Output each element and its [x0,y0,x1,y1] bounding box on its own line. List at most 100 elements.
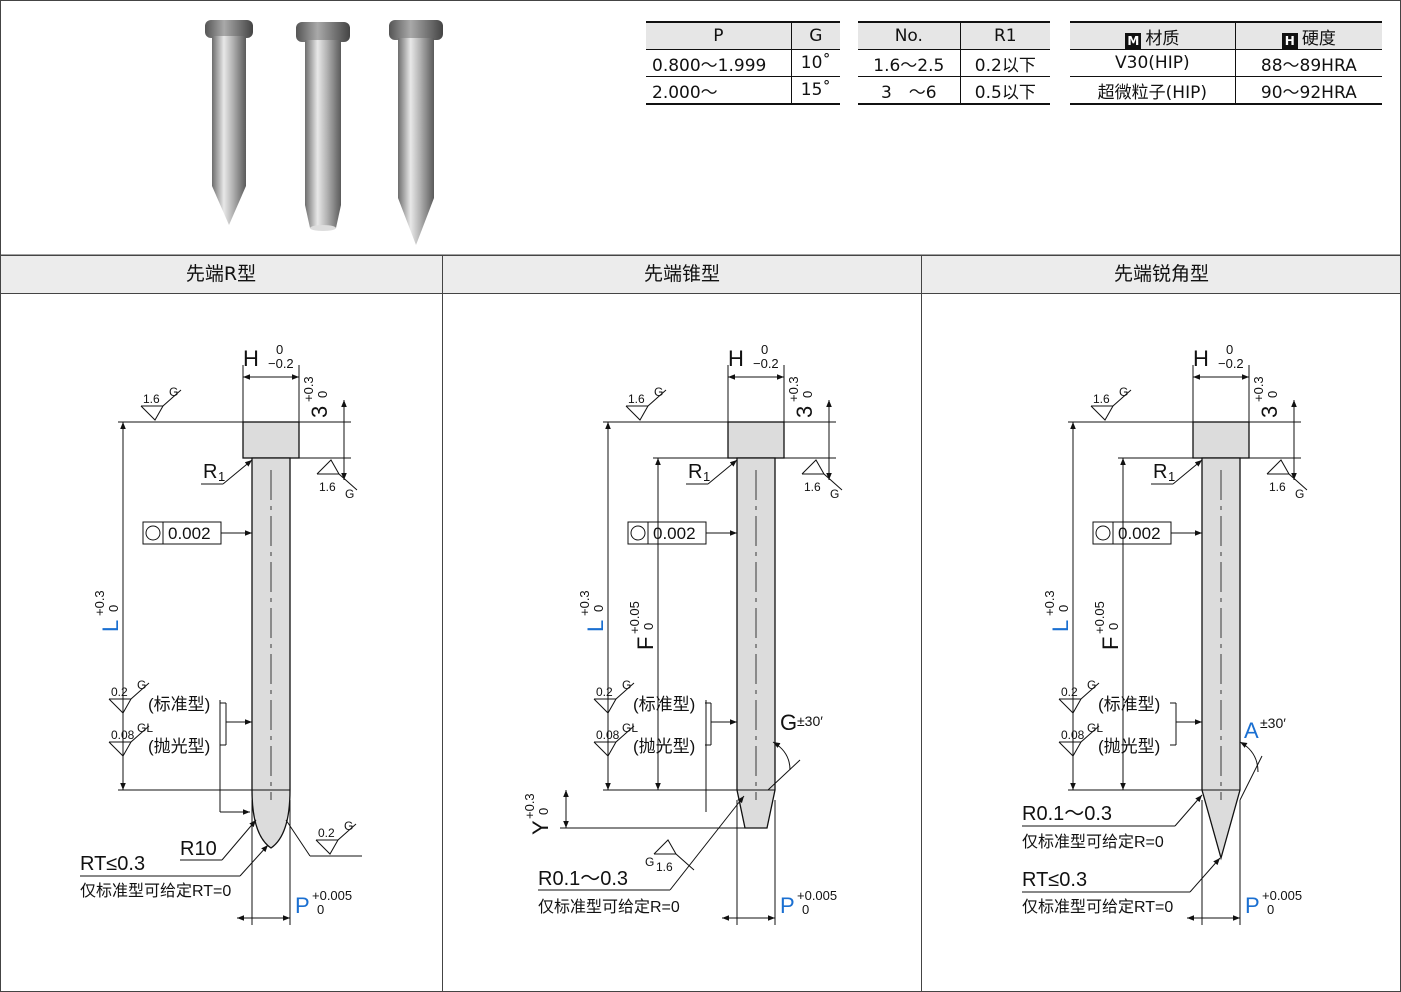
head-height-label-letter: 3 [1257,406,1282,418]
cell: 1.6～2.5 [873,55,945,76]
cell: 0.800～1.999 [652,55,767,76]
angle-ext [767,759,801,791]
standard-label: (标准型) [633,695,695,714]
pin-head [727,421,785,459]
cell: 15˚ [790,76,840,105]
roughness-head-under [316,459,358,491]
roundness-value: 0.002 [1118,524,1161,543]
roughness-head-under [801,459,843,491]
col-header-g: G [790,21,840,50]
r1-sub: 1 [218,469,225,484]
y-label-tol-lower: 0 [536,808,551,815]
roughness-value: 1.6 [1269,480,1286,494]
f-label-tol-upper: +0.05 [627,601,642,634]
f-label-tol-lower: 0 [641,623,656,630]
cell: 10˚ [790,49,840,77]
l-label-letter: L [1048,620,1073,632]
r01-leader [669,795,745,891]
roughness-head-top [140,389,182,421]
a-angle-tol: ±30′ [1260,715,1286,731]
rt-label: RT≤0.3 [1022,869,1087,891]
roughness-grade: GL [1087,721,1103,735]
g-angle-label: G [780,710,797,735]
r1-label: R [1153,461,1167,483]
p-label: P [295,893,310,918]
roughness-grade: G [654,385,663,399]
section-title-sharp-tip: 先端锐角型 [922,255,1401,294]
radius-table: No. R1 1.6～2.5 0.2以下 3 ～6 0.5以下 [858,21,1050,105]
rt-leader [1189,857,1221,893]
p-tol-upper: +0.005 [797,888,837,903]
h-tol-lower: −0.2 [268,356,294,371]
p-label: P [780,893,795,918]
roughness-value: 0.2 [1061,685,1078,699]
p-tol-lower: 0 [802,902,809,917]
cell: V30(HIP) [1115,53,1190,73]
r1-label: R [688,461,702,483]
rt-note: 仅标准型可给定RT=0 [80,882,231,900]
r1-sub: 1 [1168,469,1175,484]
roughness-head-top [1090,389,1132,421]
pin-head [1192,421,1250,459]
f-label-letter: F [1098,637,1123,650]
h-tol-upper: 0 [1226,342,1233,357]
roughness-tip [315,823,357,855]
h-tol-lower: −0.2 [753,356,779,371]
roundness-icon [630,525,646,541]
col-header-no: No. [858,21,961,50]
p-tol-upper: +0.005 [1262,888,1302,903]
roughness-grade: G [344,819,353,833]
y-label-tol-upper: +0.3 [522,793,537,819]
roughness-value: 1.6 [319,480,336,494]
r-note: 仅标准型可给定R=0 [1022,833,1164,851]
l-label-tol-lower: 0 [106,605,121,612]
r1-label: R [203,461,217,483]
roughness-value: 1.6 [656,860,673,874]
roughness-grade: G [622,678,631,692]
l-label-letter: L [98,620,123,632]
col-header-p: P [646,21,792,50]
f-label-tol-upper: +0.05 [1092,601,1107,634]
cell: 超微粒子(HIP) [1070,76,1236,105]
roughness-value: 0.2 [596,685,613,699]
r01-leader [1174,794,1203,827]
material-mark-icon: M [1125,32,1142,49]
head-height-label-tol-upper: +0.3 [786,376,801,402]
roughness-taper-grade: G [645,855,654,869]
cell: 88～89HRA [1234,49,1382,77]
polished-label: (抛光型) [633,737,695,756]
roughness-polished [593,725,635,757]
roughness-head-under [1266,459,1308,491]
l-label-letter: L [583,620,608,632]
roundness-icon [145,525,161,541]
h-label: H [243,346,259,371]
r1-sub: 1 [703,469,710,484]
p-tol-lower: 0 [1267,902,1274,917]
roughness-value: 0.2 [318,826,335,840]
h-label: H [728,346,744,371]
l-label-tol-lower: 0 [591,605,606,612]
roundness-icon [1095,525,1111,541]
head-height-label-tol-lower: 0 [800,391,815,398]
roughness-polished [1058,725,1100,757]
roughness-grade: G [1119,385,1128,399]
section-title-r-tip: 先端R型 [0,255,442,294]
rt-note: 仅标准型可给定RT=0 [1022,898,1173,916]
p-tol-upper: +0.005 [312,888,352,903]
rt-leader [239,844,269,877]
polished-label: (抛光型) [1098,737,1160,756]
head-height-label-letter: 3 [307,406,332,418]
roughness-standard [593,682,635,714]
r10-leader [221,819,257,861]
r1-leader [222,459,253,485]
